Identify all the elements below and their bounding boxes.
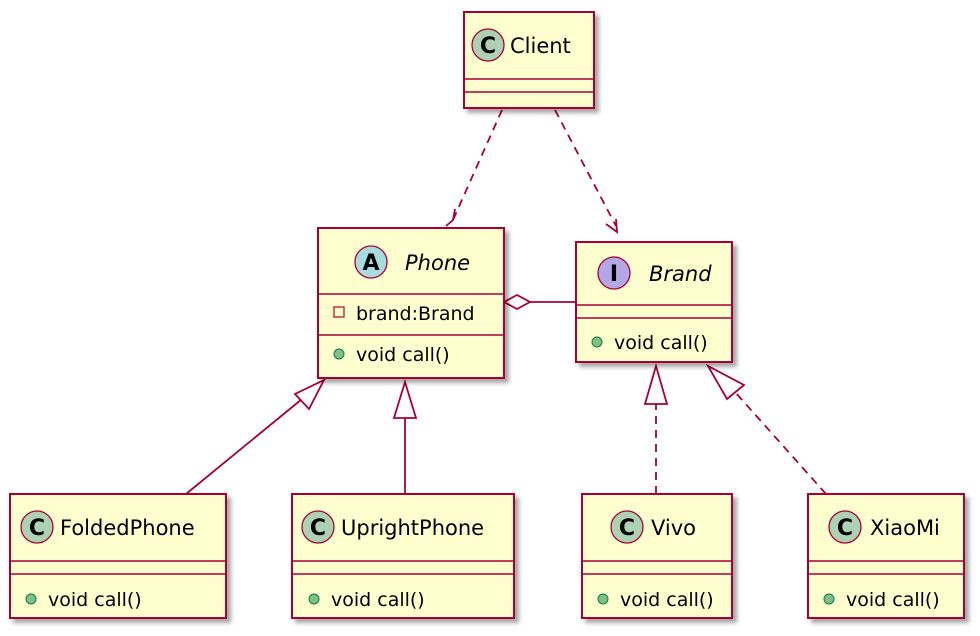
relation-uprightphone-phone-inheritance — [392, 378, 418, 494]
method-call: void call() — [620, 589, 714, 611]
class-name: UprightPhone — [341, 516, 484, 540]
field-brand: brand:Brand — [356, 303, 475, 325]
public-visibility-icon — [308, 593, 320, 605]
class-stereotype-badge — [471, 28, 505, 62]
stereotype-letter: C — [480, 34, 496, 59]
public-visibility-icon — [597, 593, 609, 605]
relation-client-brand-dependency — [554, 109, 619, 234]
method-call: void call() — [356, 344, 450, 366]
relation-foldedphone-phone-inheritance — [185, 378, 327, 495]
relation-vivo-brand-realization — [643, 362, 669, 494]
stereotype-letter: C — [619, 516, 635, 541]
method-call: void call() — [48, 589, 142, 611]
public-visibility-icon — [591, 336, 603, 348]
class-stereotype-badge — [301, 510, 335, 544]
stereotype-letter: C — [29, 516, 45, 541]
public-visibility-icon — [25, 593, 37, 605]
stereotype-letter: C — [310, 516, 326, 541]
inheritance-triangle — [392, 378, 418, 419]
class-name: XiaoMi — [870, 516, 940, 540]
method-call: void call() — [331, 589, 425, 611]
class-phone[interactable]: A Phone brand:Brand void call() — [317, 227, 505, 379]
class-brand[interactable]: I Brand void call() — [575, 241, 733, 363]
relation-client-phone-dependency — [445, 109, 503, 227]
class-uprightphone[interactable]: C UprightPhone void call() — [291, 493, 515, 619]
stereotype-letter: C — [837, 516, 853, 541]
method-call: void call() — [614, 332, 708, 354]
class-stereotype-badge — [610, 510, 644, 544]
stereotype-letter: I — [610, 262, 618, 287]
abstract-stereotype-badge — [354, 245, 388, 279]
inheritance-triangle — [293, 378, 327, 411]
stereotype-letter: A — [362, 251, 379, 276]
public-visibility-icon — [823, 593, 835, 605]
class-foldedphone[interactable]: C FoldedPhone void call() — [9, 493, 227, 619]
class-name: FoldedPhone — [60, 516, 195, 540]
private-visibility-icon — [333, 306, 345, 318]
class-name: Vivo — [651, 516, 696, 540]
public-visibility-icon — [333, 348, 345, 360]
class-stereotype-badge — [20, 510, 54, 544]
relation-phone-brand-aggregation — [502, 293, 576, 311]
class-name: Client — [510, 34, 571, 58]
class-stereotype-badge — [828, 510, 862, 544]
class-name: Brand — [649, 262, 712, 286]
method-call: void call() — [846, 589, 940, 611]
relations — [185, 109, 827, 495]
relation-xiaomi-brand-realization — [705, 363, 827, 495]
realization-triangle — [643, 362, 669, 405]
class-xiaomi[interactable]: C XiaoMi void call() — [807, 493, 965, 619]
interface-stereotype-badge — [597, 256, 631, 290]
aggregation-diamond — [502, 293, 532, 311]
open-arrowhead — [605, 218, 619, 234]
class-name: Phone — [405, 251, 470, 275]
realization-triangle — [705, 363, 746, 401]
open-arrowhead — [445, 208, 456, 227]
class-vivo[interactable]: C Vivo void call() — [581, 493, 733, 619]
class-client[interactable]: C Client — [463, 11, 595, 109]
